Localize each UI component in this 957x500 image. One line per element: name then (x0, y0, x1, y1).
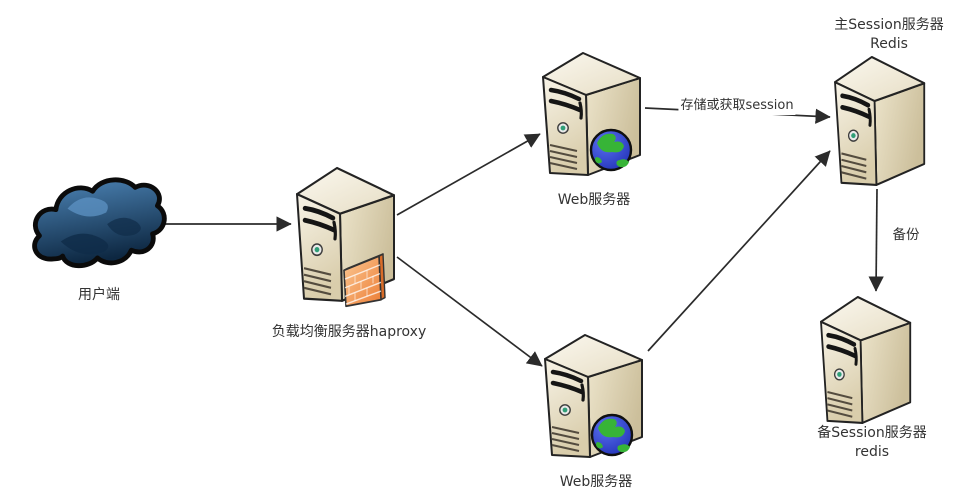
firewall-icon (343, 253, 386, 308)
session-backup-label-line2: redis (854, 444, 890, 460)
session-master-label-line2: Redis (870, 36, 908, 52)
session-backup-label: 备Session服务器 redis (817, 424, 926, 462)
session-master-node (835, 57, 927, 187)
web-server-bottom-label: Web服务器 (559, 474, 633, 490)
server-tower-icon (821, 297, 910, 423)
edge-web-bottom-to-master (647, 150, 831, 352)
session-master-label-line1: 主Session服务器 (834, 17, 944, 33)
client-label: 用户端 (78, 287, 120, 303)
globe-icon (589, 128, 633, 172)
session-master-label: 主Session服务器 Redis (834, 16, 943, 54)
load-balancer-node (297, 168, 397, 308)
session-backup-node (821, 297, 913, 425)
edge-lb-to-web-bottom (396, 256, 543, 367)
cloud-icon (32, 177, 167, 269)
load-balancer-label: 负载均衡服务器haproxy (271, 324, 427, 340)
edge-backup-label: 备份 (892, 227, 920, 243)
web-server-top-label: Web服务器 (557, 192, 631, 208)
edge-store-session-label: 存储或获取session (678, 96, 796, 115)
session-backup-label-line1: 备Session服务器 (817, 425, 927, 441)
web-server-bottom-node (545, 335, 645, 459)
globe-icon (590, 413, 634, 457)
edge-master-to-backup (868, 188, 884, 292)
edge-lb-to-web-top (396, 133, 541, 216)
server-tower-icon (835, 57, 924, 185)
client-node (32, 177, 167, 269)
web-server-top-node (543, 53, 643, 177)
